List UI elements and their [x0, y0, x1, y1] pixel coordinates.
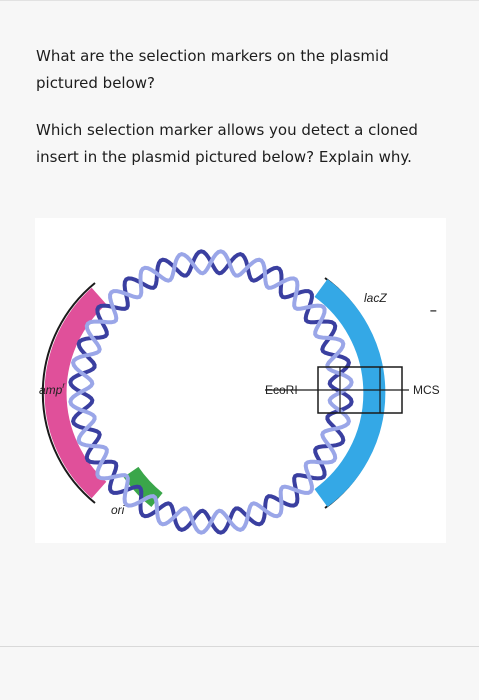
ampr-label: ampr: [39, 381, 65, 397]
dna-helix: [68, 249, 354, 535]
bottom-divider: [0, 646, 479, 647]
dash-mark: –: [430, 303, 437, 317]
ampr-outline: [41, 282, 96, 504]
question-text-2: Which selection marker allows you detect…: [36, 121, 418, 166]
ecori-label: EcoRI: [265, 383, 298, 397]
question-text-1: What are the selection markers on the pl…: [36, 47, 389, 92]
helix-strand-light: [68, 249, 354, 535]
ampr-segment: [44, 287, 107, 499]
top-divider: [0, 0, 479, 1]
mcs-label: MCS: [413, 383, 440, 397]
plasmid-figure: ampr ori lacZ EcoRI MCS –: [35, 218, 446, 543]
lacz-segment: [314, 279, 386, 507]
lacz-label: lacZ: [364, 291, 387, 305]
ori-label: ori: [111, 503, 125, 517]
plasmid-diagram: ampr ori lacZ EcoRI MCS –: [39, 249, 440, 535]
